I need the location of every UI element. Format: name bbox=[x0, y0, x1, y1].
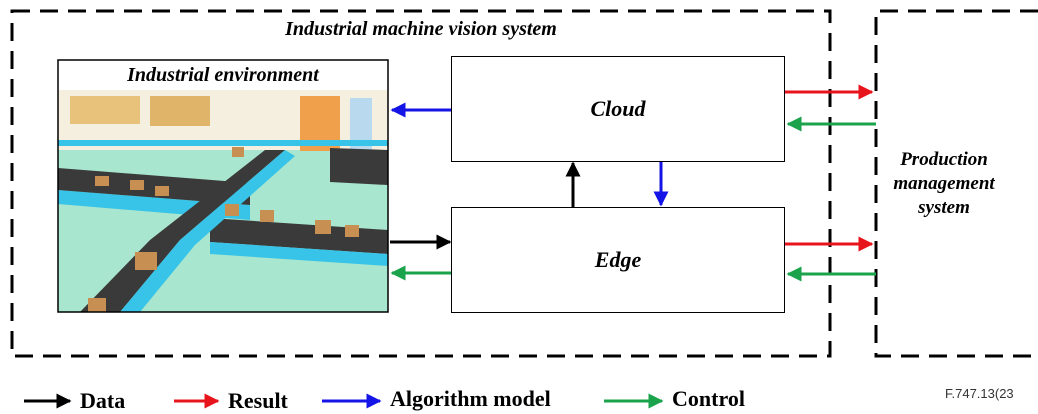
environment-frame bbox=[57, 59, 389, 313]
pms-label-line2: management bbox=[893, 173, 995, 194]
system-boundary bbox=[10, 9, 832, 358]
legend-label-data: Data bbox=[80, 388, 126, 413]
edge-label: Edge bbox=[594, 247, 642, 272]
pms-label-line1: Production bbox=[900, 149, 988, 170]
figure-reference: F.747.13(23 bbox=[945, 386, 1014, 401]
cloud-label: Cloud bbox=[590, 96, 646, 121]
cloud-box: Cloud bbox=[451, 56, 785, 162]
factory-scene bbox=[58, 90, 388, 312]
environment-title: Industrial environment bbox=[62, 64, 384, 87]
edge-box: Edge bbox=[451, 207, 785, 313]
pms-boundary bbox=[874, 9, 1038, 358]
legend-label-result: Result bbox=[228, 388, 288, 413]
pms-label-line3: system bbox=[918, 197, 970, 218]
legend-label-control: Control bbox=[672, 386, 745, 411]
pms-label: Production management system bbox=[880, 148, 1008, 220]
legend-label-algorithm: Algorithm model bbox=[390, 386, 551, 411]
system-title: Industrial machine vision system bbox=[285, 18, 557, 40]
